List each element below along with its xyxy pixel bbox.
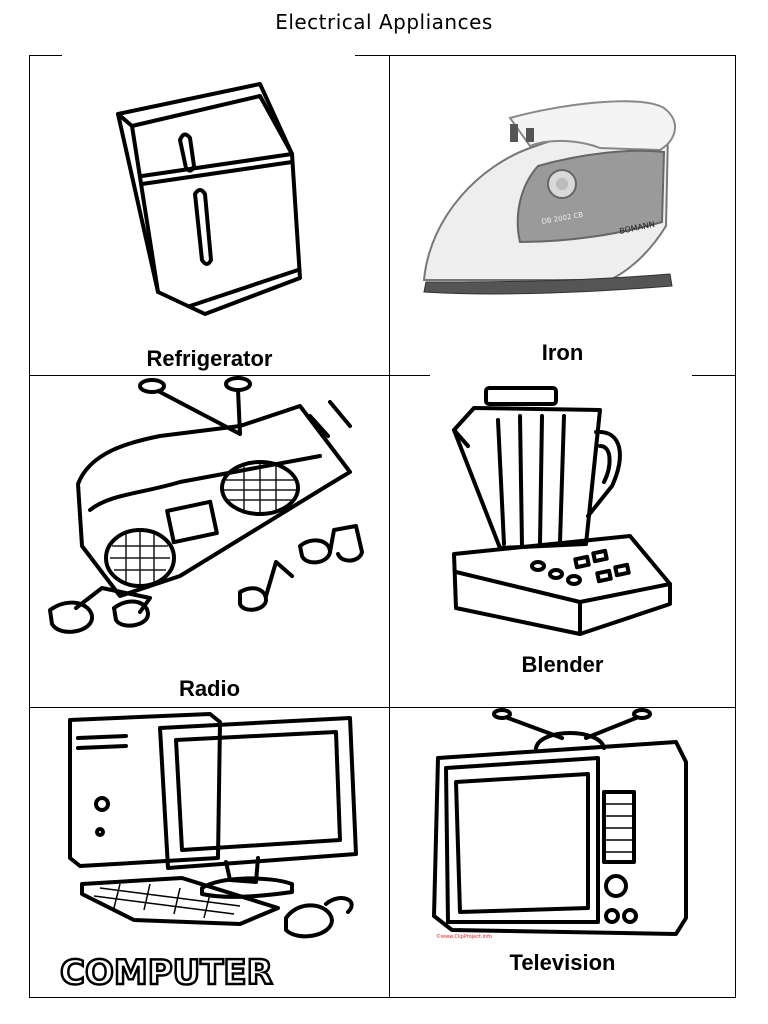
card-label: Iron [541,340,584,365]
card-blender: Blender [390,376,735,707]
television-icon [432,708,688,936]
grid-line-row2 [30,707,736,708]
card-radio: Radio [30,376,389,707]
card-label: Blender [521,652,604,677]
grid-line-top-left [30,55,62,56]
card-label: Radio [178,676,241,701]
computer-icon: COMPUTER [59,712,358,994]
computer-logo-text: COMPUTER [60,953,273,993]
grid-line-right [735,55,736,998]
card-television: ©www.ClipProject.info Television [390,708,735,997]
card-label: Television [509,950,616,975]
card-computer: COMPUTER [30,708,389,997]
grid-line-row1 [30,375,430,376]
refrigerator-icon [116,82,302,316]
card-iron: BOMANN DB 2002 CB Iron [390,56,735,375]
grid-line-left [29,55,30,998]
grid-line-bottom [30,997,736,998]
card-refrigerator: Refrigerator [30,56,389,375]
iron-icon: BOMANN DB 2002 CB [422,100,676,295]
image-credit: ©www.ClipProject.info [436,934,492,940]
card-label: Refrigerator [146,346,273,371]
blender-icon [452,386,672,636]
radio-icon [48,376,364,634]
grid-line-top-right [355,55,736,56]
page-title: Electrical Appliances [275,10,493,34]
grid-line-middle [389,55,390,998]
grid-line-row1b [692,375,736,376]
